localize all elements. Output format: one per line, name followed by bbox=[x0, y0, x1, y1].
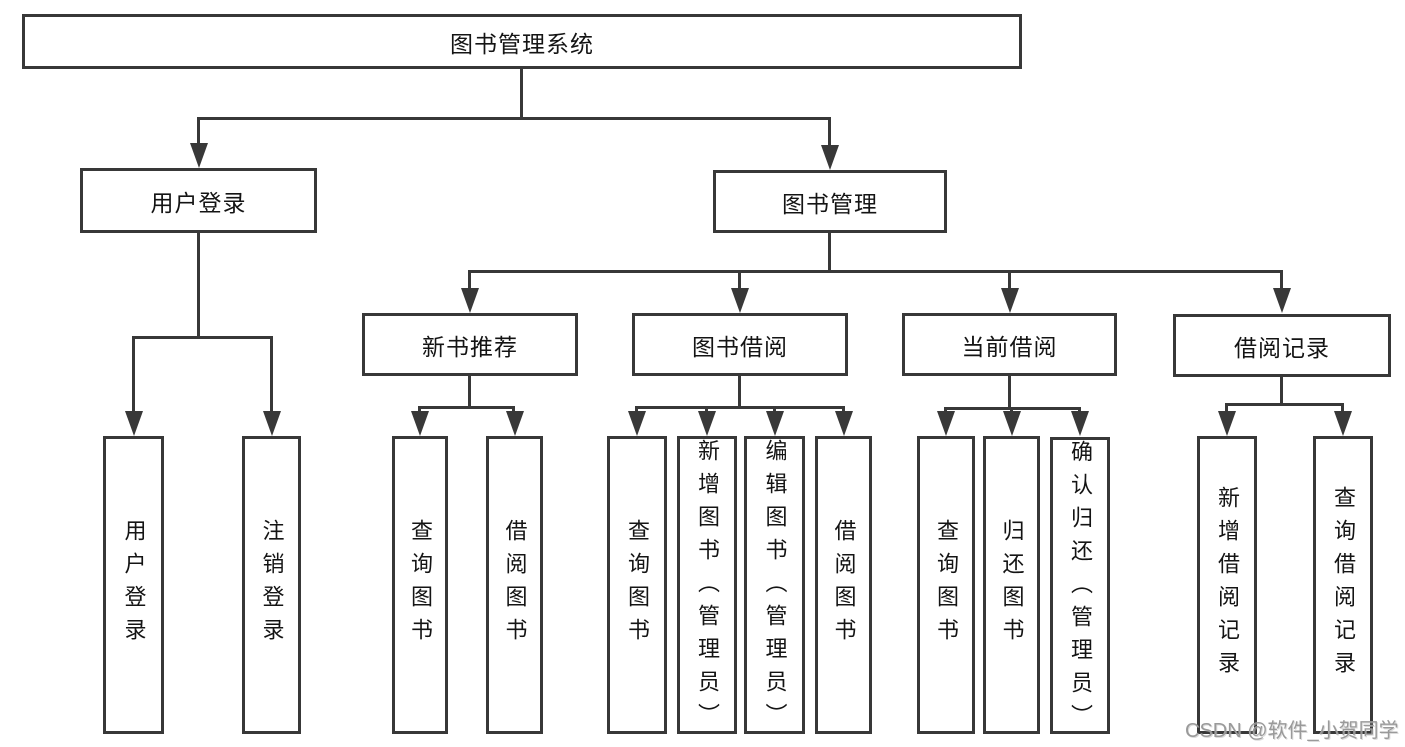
node-label: 用户登录 bbox=[150, 189, 247, 216]
connector-line bbox=[1225, 403, 1344, 406]
leaf-query-borrow-record: 查询借阅记录 bbox=[1313, 436, 1373, 734]
leaf-user-login: 用户登录 bbox=[103, 436, 164, 734]
node-borrowing-records: 借阅记录 bbox=[1173, 314, 1391, 377]
leaf-logout: 注销登录 bbox=[242, 436, 301, 734]
node-label: 查询图书 bbox=[408, 519, 433, 651]
node-label: 借阅图书 bbox=[831, 519, 857, 651]
leaf-return-books: 归还图书 bbox=[983, 436, 1040, 734]
leaf-borrow-books-recommend: 借阅图书 bbox=[486, 436, 543, 734]
arrow-down-icon bbox=[1003, 411, 1021, 436]
leaf-confirm-return-admin: 确认归还（管理员） bbox=[1050, 437, 1110, 737]
leaf-edit-books-admin: 编辑图书（管理员） bbox=[744, 436, 805, 736]
node-label: 查询图书 bbox=[934, 519, 959, 651]
node-current-borrowing: 当前借阅 bbox=[902, 313, 1117, 376]
connector-line bbox=[705, 406, 708, 415]
arrow-down-icon bbox=[1273, 288, 1291, 313]
node-label: 图书管理 bbox=[782, 190, 878, 217]
connector-line bbox=[132, 336, 273, 339]
watermark: CSDN @软件_小贺同学 bbox=[1185, 720, 1399, 742]
arrow-down-icon bbox=[1218, 411, 1236, 436]
connector-line bbox=[197, 117, 831, 120]
connector-line bbox=[1341, 403, 1344, 415]
node-new-book-recommend: 新书推荐 bbox=[362, 313, 578, 376]
connector-line bbox=[1225, 403, 1228, 415]
node-label: 新增借阅记录 bbox=[1215, 486, 1240, 684]
connector-line bbox=[197, 117, 200, 147]
connector-line bbox=[468, 376, 471, 409]
node-library-management-system: 图书管理系统 bbox=[22, 14, 1022, 69]
node-book-management: 图书管理 bbox=[713, 170, 947, 233]
node-label: 借阅图书 bbox=[502, 519, 528, 651]
node-book-borrowing: 图书借阅 bbox=[632, 313, 848, 376]
node-label: 借阅记录 bbox=[1234, 334, 1330, 361]
connector-line bbox=[1280, 377, 1283, 406]
node-label: 查询图书 bbox=[625, 519, 650, 651]
leaf-query-books-current: 查询图书 bbox=[917, 436, 975, 734]
leaf-add-borrow-record: 新增借阅记录 bbox=[1197, 436, 1257, 734]
node-label: 查询借阅记录 bbox=[1331, 486, 1356, 684]
connector-line bbox=[828, 233, 831, 273]
leaf-borrow-books-borrowing: 借阅图书 bbox=[815, 436, 872, 734]
arrow-down-icon bbox=[263, 411, 281, 436]
leaf-add-books-admin: 新增图书（管理员） bbox=[677, 436, 737, 736]
connector-line bbox=[738, 270, 741, 291]
arrow-down-icon bbox=[1001, 288, 1019, 313]
connector-line bbox=[418, 406, 421, 415]
connector-line bbox=[270, 336, 273, 414]
connector-line bbox=[635, 406, 845, 409]
arrow-down-icon bbox=[698, 411, 716, 436]
connector-line bbox=[738, 376, 741, 409]
node-label: 图书借阅 bbox=[692, 333, 788, 360]
node-label: 新增图书（管理员） bbox=[695, 439, 720, 736]
connector-line bbox=[773, 406, 776, 415]
leaf-query-books-borrowing: 查询图书 bbox=[607, 436, 667, 734]
node-label: 当前借阅 bbox=[961, 333, 1058, 360]
connector-line bbox=[635, 406, 638, 415]
connector-line bbox=[468, 270, 1282, 273]
node-label: 新书推荐 bbox=[422, 333, 518, 360]
node-label: 图书管理系统 bbox=[450, 30, 594, 57]
arrow-down-icon bbox=[506, 411, 524, 436]
node-label: 归还图书 bbox=[999, 519, 1025, 651]
node-label: 注销登录 bbox=[259, 519, 285, 651]
arrow-down-icon bbox=[461, 288, 479, 313]
connector-line bbox=[1008, 376, 1011, 410]
arrow-down-icon bbox=[628, 411, 646, 436]
leaf-query-books-recommend: 查询图书 bbox=[392, 436, 448, 734]
arrow-down-icon bbox=[190, 143, 208, 168]
connector-line bbox=[512, 406, 515, 415]
arrow-down-icon bbox=[821, 145, 839, 170]
arrow-down-icon bbox=[125, 411, 143, 436]
node-label: 确认归还（管理员） bbox=[1068, 440, 1093, 737]
connector-line bbox=[1008, 270, 1011, 291]
connector-line bbox=[418, 406, 515, 409]
connector-line bbox=[132, 336, 135, 414]
connector-line bbox=[1280, 270, 1283, 291]
connector-line bbox=[468, 270, 471, 291]
arrow-down-icon bbox=[937, 411, 955, 436]
connector-line bbox=[842, 406, 845, 415]
arrow-down-icon bbox=[835, 411, 853, 436]
connector-line bbox=[197, 233, 200, 339]
node-label: 用户登录 bbox=[121, 519, 147, 651]
arrow-down-icon bbox=[766, 411, 784, 436]
arrow-down-icon bbox=[1071, 411, 1089, 436]
connector-line bbox=[520, 68, 523, 118]
node-user-login: 用户登录 bbox=[80, 168, 317, 233]
arrow-down-icon bbox=[1334, 411, 1352, 436]
arrow-down-icon bbox=[731, 288, 749, 313]
node-label: 编辑图书（管理员） bbox=[762, 439, 788, 736]
arrow-down-icon bbox=[411, 411, 429, 436]
connector-line bbox=[828, 117, 831, 148]
